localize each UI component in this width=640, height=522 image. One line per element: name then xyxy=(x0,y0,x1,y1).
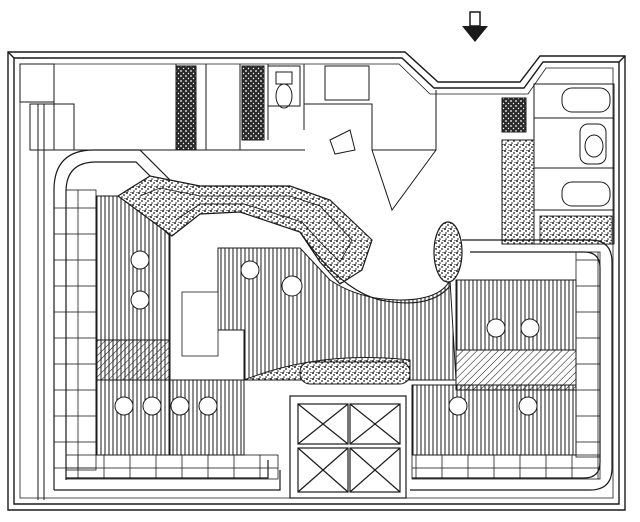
planter-bar-inner xyxy=(139,187,353,263)
planter-bar xyxy=(116,175,373,285)
washroom-planter-strip xyxy=(501,139,535,245)
bar-counter xyxy=(299,231,451,304)
planter-icon xyxy=(433,221,463,283)
dining-zone-left xyxy=(95,195,245,456)
down-arrow-icon xyxy=(462,11,488,42)
entrance-planter xyxy=(299,361,411,385)
center-seating-light xyxy=(181,291,219,357)
tables xyxy=(114,250,540,416)
washroom-planter-lower xyxy=(539,215,613,245)
toilet-icon xyxy=(275,71,293,109)
service-wall-blocks xyxy=(175,65,527,151)
entrance-vestibule xyxy=(289,395,407,499)
floor-tile-grid xyxy=(65,189,601,480)
washbasin-icon xyxy=(584,134,604,158)
exterior-walls xyxy=(7,51,626,511)
dining-zone-right xyxy=(411,279,577,456)
